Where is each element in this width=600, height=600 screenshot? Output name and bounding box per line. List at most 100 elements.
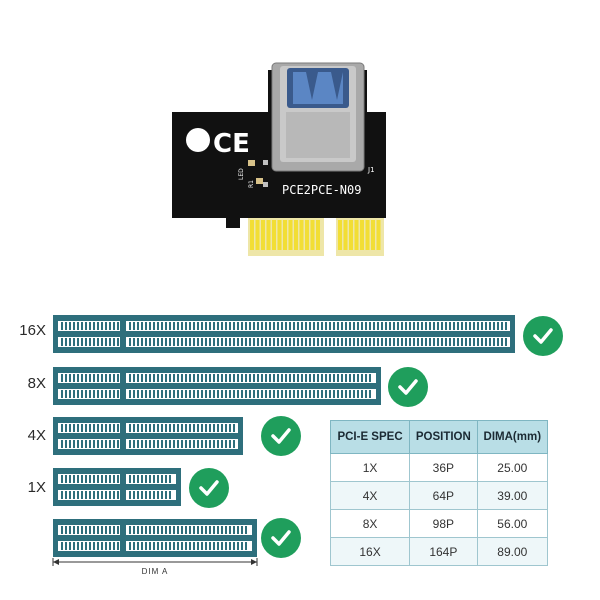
slot-pin (269, 390, 271, 398)
slot-pin (81, 440, 83, 448)
slot-pin (265, 322, 267, 330)
slot-pin (265, 338, 267, 346)
slot-pin (201, 322, 203, 330)
slot-pin (373, 338, 375, 346)
slot-pin (421, 338, 423, 346)
slot-pin (485, 322, 487, 330)
slot-pin (65, 440, 67, 448)
slot-pin (133, 374, 135, 382)
slot-pin (501, 338, 503, 346)
slot-pin (301, 374, 303, 382)
slot-pin (365, 390, 367, 398)
slot-pin (85, 390, 87, 398)
slot-pin (249, 338, 251, 346)
slot-pin (93, 374, 95, 382)
slot-pin (489, 322, 491, 330)
slot-pin (145, 526, 147, 534)
slot-center-bar (58, 433, 238, 439)
slot-pin (133, 322, 135, 330)
slot-pin (137, 542, 139, 550)
slot-pin (245, 390, 247, 398)
slot-pin (205, 374, 207, 382)
slot-pin (77, 542, 79, 550)
slot-pin (189, 390, 191, 398)
slot-pin (173, 424, 175, 432)
slot-pin (197, 440, 199, 448)
slot-pin (229, 322, 231, 330)
slot-pin (361, 390, 363, 398)
slot-pin (469, 338, 471, 346)
slot-pin (61, 374, 63, 382)
gold-finger (360, 220, 364, 250)
slot-pin (225, 526, 227, 534)
slot-pin (305, 322, 307, 330)
slot-pin (145, 322, 147, 330)
usb-port-tongue (293, 72, 343, 104)
slot-pin (329, 338, 331, 346)
slot-pin (325, 390, 327, 398)
slot-pin (97, 322, 99, 330)
slot-pin (109, 475, 111, 483)
slot-pin (145, 542, 147, 550)
slot-pin (373, 322, 375, 330)
slot-pin (197, 322, 199, 330)
slot-pin (65, 526, 67, 534)
slot-pin (181, 526, 183, 534)
cell-dima: 89.00 (476, 537, 549, 566)
slot-pin (261, 338, 263, 346)
slot-pin (205, 526, 207, 534)
slot-pin (345, 322, 347, 330)
slot-pin (313, 374, 315, 382)
slot-pin (97, 491, 99, 499)
slot-pin (229, 374, 231, 382)
slot-pin (117, 475, 119, 483)
slot-pin (309, 322, 311, 330)
slot-pin (65, 491, 67, 499)
slot-pin (333, 338, 335, 346)
slot-pin (129, 526, 131, 534)
slot-pin (445, 338, 447, 346)
slot-pin (165, 440, 167, 448)
slot-pin (165, 390, 167, 398)
slot-pin (237, 374, 239, 382)
slot-pin (61, 424, 63, 432)
slot-pin (457, 338, 459, 346)
slot-pin (217, 542, 219, 550)
slot-pin (161, 542, 163, 550)
slot-pin (93, 338, 95, 346)
slot-pin (249, 322, 251, 330)
slot-pin (193, 542, 195, 550)
slot-pin (129, 440, 131, 448)
slot-label-8x: 8X (27, 375, 46, 392)
slot-pin (177, 374, 179, 382)
slot-pin (265, 374, 267, 382)
slot-8x (53, 367, 381, 405)
slot-pin (349, 338, 351, 346)
slot-pin (365, 374, 367, 382)
slot-pin (161, 475, 163, 483)
slot-label-16x: 16X (19, 322, 46, 339)
slot-pin (345, 390, 347, 398)
slot-pin (189, 440, 191, 448)
slot-pin (253, 390, 255, 398)
slot-pin (69, 338, 71, 346)
slot-pin (433, 338, 435, 346)
slot-pin (157, 542, 159, 550)
slot-pin (233, 542, 235, 550)
slot-pin (165, 491, 167, 499)
slot-pin (441, 338, 443, 346)
slot-pin (177, 338, 179, 346)
slot-pin (153, 440, 155, 448)
gold-finger (272, 220, 276, 250)
slot-pin (397, 322, 399, 330)
slot-pin (185, 440, 187, 448)
slot-pin (77, 491, 79, 499)
slot-pin (201, 542, 203, 550)
slot-pin (225, 390, 227, 398)
slot-pin (109, 491, 111, 499)
slot-pin (113, 475, 115, 483)
slot-pin (193, 338, 195, 346)
slot-pin (89, 390, 91, 398)
slot-pin (389, 338, 391, 346)
slot-pin (161, 390, 163, 398)
